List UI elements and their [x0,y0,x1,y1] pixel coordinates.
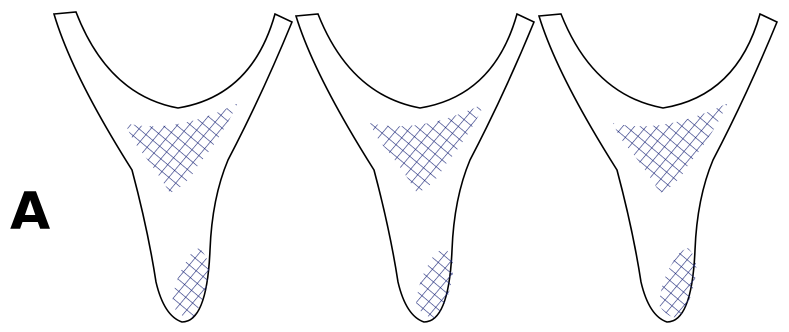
hatched-region-lower-2 [416,248,453,318]
hatched-region-upper-3 [613,103,728,193]
tooth-outline-2 [296,14,534,322]
hatched-region-upper-2 [370,103,485,193]
tooth-outline-1 [54,12,292,322]
tooth-outline-3 [539,14,777,322]
hatched-region-lower-1 [172,248,209,318]
hatched-region-lower-3 [659,248,696,318]
